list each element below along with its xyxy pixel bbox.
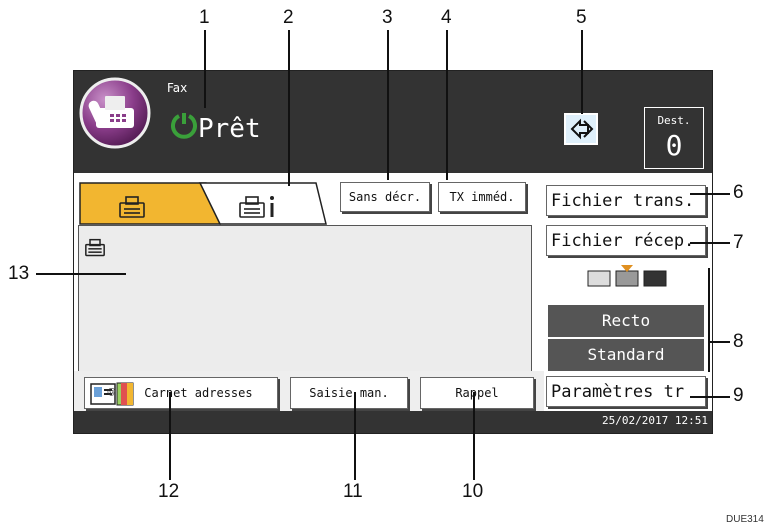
- tab-strip: [79, 182, 327, 225]
- leader-8b: [710, 341, 730, 343]
- switch-destination-icon[interactable]: [564, 113, 598, 145]
- leader-4: [446, 30, 448, 180]
- address-book-button[interactable]: @ Carnet adresses: [84, 377, 278, 409]
- datetime: 25/02/2017 12:51: [602, 414, 708, 427]
- leader-8a: [708, 268, 710, 372]
- ready-status-icon: [171, 113, 197, 139]
- side-setting[interactable]: Recto: [548, 305, 704, 337]
- fax-icon: [119, 196, 145, 218]
- fax-tab[interactable]: [79, 182, 222, 225]
- leader-10: [473, 392, 475, 480]
- callout-3: 3: [382, 7, 393, 28]
- callout-7: 7: [733, 232, 744, 253]
- message-area: [78, 225, 532, 376]
- fax-info-icon: [239, 196, 274, 218]
- callout-5: 5: [576, 7, 587, 28]
- callout-4: 4: [441, 7, 452, 28]
- fax-app-icon: [79, 77, 151, 149]
- svg-text:@: @: [107, 387, 116, 397]
- leader-3: [387, 30, 389, 180]
- tx-settings-button[interactable]: Paramètres tr: [546, 376, 706, 407]
- leader-2: [288, 30, 290, 186]
- leader-13: [36, 273, 126, 275]
- callout-2: 2: [283, 7, 294, 28]
- tx-file-button[interactable]: Fichier trans.: [546, 185, 706, 216]
- status-bar: 25/02/2017 12:51: [74, 411, 712, 433]
- leader-9: [690, 396, 730, 398]
- leader-1: [204, 30, 206, 108]
- redial-button[interactable]: Rappel: [420, 377, 534, 409]
- callout-12: 12: [158, 481, 180, 502]
- callout-6: 6: [733, 182, 744, 203]
- leader-6: [690, 193, 730, 195]
- leader-12: [169, 392, 171, 480]
- callout-8: 8: [733, 331, 744, 352]
- callout-9: 9: [733, 385, 744, 406]
- dest-label: Dest.: [657, 114, 691, 127]
- address-book-icon: @: [90, 382, 134, 405]
- callout-11: 11: [343, 481, 363, 502]
- callout-10: 10: [462, 481, 484, 502]
- top-bar: [74, 71, 712, 173]
- address-book-label: Carnet adresses: [144, 386, 253, 400]
- mode-label: Fax: [167, 81, 188, 95]
- fax-screen: Fax Prêt Dest. 0 Sans décr. TX imméd.: [73, 70, 713, 434]
- no-print-button[interactable]: Sans décr.: [340, 182, 430, 212]
- rx-file-button[interactable]: Fichier récep.: [546, 225, 706, 256]
- resolution-setting[interactable]: Standard: [548, 339, 704, 371]
- manual-entry-button[interactable]: Saisie man.: [290, 377, 408, 409]
- immediate-tx-button[interactable]: TX imméd.: [438, 182, 526, 212]
- callout-13: 13: [8, 263, 30, 284]
- status-text: Prêt: [198, 114, 261, 144]
- callout-1: 1: [199, 7, 210, 28]
- destination-counter: Dest. 0: [644, 107, 704, 169]
- leader-5: [581, 30, 583, 114]
- figure-code: DUE314: [726, 514, 764, 525]
- leader-7: [690, 242, 730, 244]
- leader-11: [354, 392, 356, 480]
- scan-settings-indicator: [587, 265, 667, 287]
- dest-count: 0: [665, 129, 683, 162]
- fax-icon: [85, 238, 105, 257]
